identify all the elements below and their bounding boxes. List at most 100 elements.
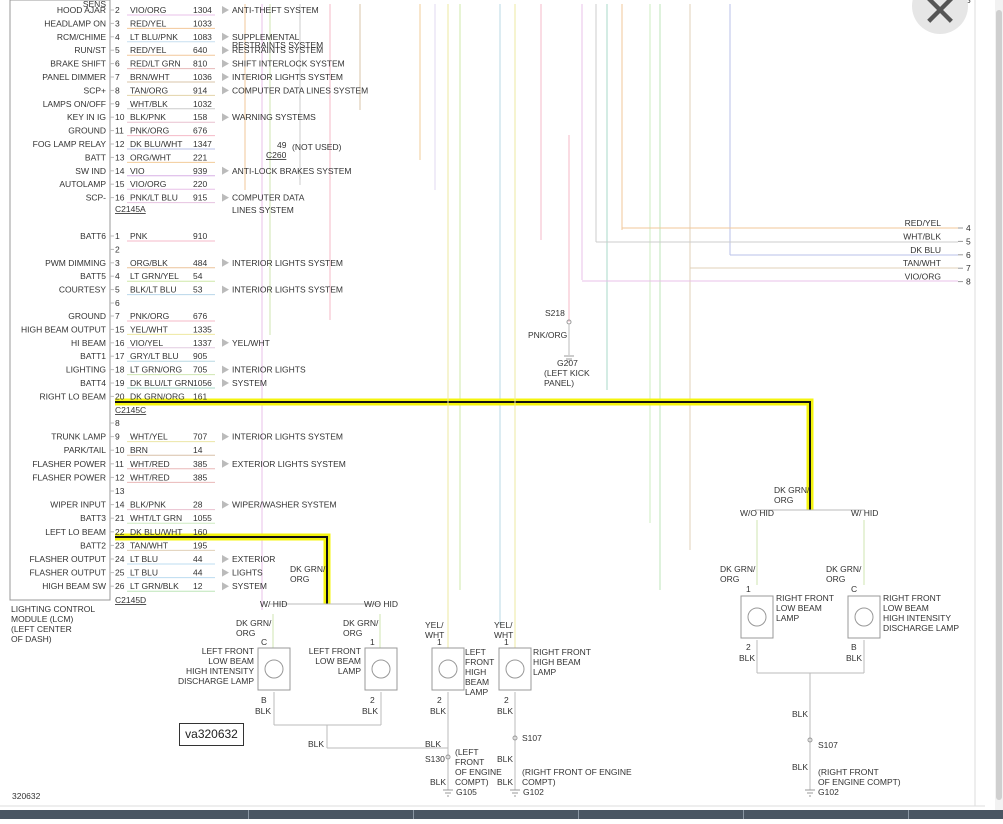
circuit-number: 221 (193, 152, 207, 162)
destination-label: INTERIOR LIGHTS SYSTEM (232, 72, 343, 82)
wire-color-label: BLK (792, 762, 808, 772)
arrow-icon (222, 555, 229, 563)
lamp-label: LOW BEAM (776, 603, 822, 613)
pin-number: 2 (437, 695, 442, 705)
lamp-label: LAMP (338, 666, 361, 676)
wire-color-label: DK BLU (910, 245, 941, 255)
connector-label: C2145A (115, 204, 146, 214)
wire-color-label: BLK (425, 739, 441, 749)
lamp-label: HIGH (465, 667, 486, 677)
arrow-icon (222, 193, 229, 202)
pin-function-label: LAMPS ON/OFF (43, 99, 106, 109)
destination-label: SYSTEM (232, 378, 267, 388)
splice-dot (445, 754, 451, 760)
wire-color-label: DK GRN/ (343, 618, 379, 628)
wire-color-label: WHT/BLK (903, 231, 941, 241)
wire-color-label: VIO/ORG (130, 179, 166, 189)
highlight (115, 398, 814, 510)
wire-color-label: DK GRN/ (774, 485, 810, 495)
pin-number: 19 (115, 378, 125, 388)
pin-number: 2 (504, 695, 509, 705)
lamp-symbol (364, 647, 398, 691)
wire-color-label: TAN/WHT (130, 540, 168, 550)
destination-label: ANTI-THEFT SYSTEM (232, 5, 319, 15)
pin-function-label: HIGH BEAM SW (42, 581, 106, 591)
toolbar-divider (908, 810, 909, 819)
wire-color-label: BLK (430, 706, 446, 716)
pin-number: 1 (437, 637, 442, 647)
wire-color-label: BLK (255, 706, 271, 716)
wire-color-label: WHT/RED (130, 472, 170, 482)
pin-function-label: COURTESY (59, 285, 106, 295)
scrollbar-thumb[interactable] (996, 10, 1002, 800)
close-button[interactable]: ✕ (912, 0, 968, 34)
pin-function-label: BRAKE SHIFT (50, 59, 106, 69)
destination-label: INTERIOR LIGHTS SYSTEM (232, 258, 343, 268)
lamp-label: LOW BEAM (315, 656, 361, 666)
lamp-icon (747, 607, 767, 627)
location-label: (LEFT KICK (544, 368, 590, 378)
destination-label: EXTERIOR LIGHTS SYSTEM (232, 459, 346, 469)
wire-color-label: ORG/BLK (130, 258, 168, 268)
wire-color-label: BLK/PNK (130, 500, 166, 510)
pin-function-label: SCP+ (84, 85, 106, 95)
pin-number: 12 (115, 472, 125, 482)
pin-number: 12 (115, 139, 125, 149)
pin-number: 11 (115, 126, 124, 136)
pin-number: 5 (966, 236, 971, 246)
wire-color-label: PNK/ORG (528, 330, 567, 340)
pin-function-label: FLASHER OUTPUT (29, 554, 106, 564)
circuit-number: 158 (193, 112, 207, 122)
circuit-number: 54 (193, 271, 203, 281)
wire-color-label: ORG (343, 628, 362, 638)
pin-number: 18 (115, 365, 125, 375)
lamp-icon (264, 659, 284, 679)
pin-number: 15 (115, 324, 125, 334)
pin-function-label: AUTOLAMP (59, 179, 106, 189)
wire-highlighted (115, 401, 811, 510)
circuit-number: 939 (193, 166, 207, 176)
destination-label: SUPPLEMENTAL (232, 32, 300, 42)
destination-label: INTERIOR LIGHTS (232, 365, 306, 375)
pin-function-label: GROUND (68, 311, 106, 321)
location-label: FRONT (455, 757, 484, 767)
ground-label: G105 (456, 787, 477, 797)
lcm-label: (LEFT CENTER (11, 624, 72, 634)
wire-color-label: DK BLU/LT GRN (130, 378, 193, 388)
pin-function-label: FLASHER POWER (32, 459, 106, 469)
wire-color-label: TAN/WHT (903, 258, 941, 268)
pin-function-label: BATT3 (80, 513, 106, 523)
wire-color-label: LT BLU (130, 568, 158, 578)
pin-number: 14 (115, 500, 125, 510)
pin-number: 7 (966, 263, 971, 273)
lamp-icon (371, 659, 391, 679)
wire-color-label: BLK (739, 653, 755, 663)
destination-label: COMPUTER DATA (232, 193, 305, 203)
pin-function-label: HI BEAM (71, 338, 106, 348)
wire-color-label: LT GRN/ORG (130, 365, 182, 375)
wire-color-label: ORG (236, 628, 255, 638)
arrow-icon (222, 73, 229, 81)
lamp-label: LAMP (465, 687, 488, 697)
wire-color-label: GRY/LT BLU (130, 351, 179, 361)
wire-color-label: WHT (494, 630, 513, 640)
pin-number: 3 (115, 18, 120, 28)
note-label: (NOT USED) (292, 142, 342, 152)
pin-function-label: BATT (85, 152, 106, 162)
pin-number: 4 (115, 271, 120, 281)
destination-label: EXTERIOR (232, 554, 275, 564)
pin-function-label: BATT4 (80, 378, 106, 388)
wire-color-label: ORG/WHT (130, 152, 171, 162)
circuit-number: 484 (193, 258, 207, 268)
wire-color-label: WHT/YEL (130, 432, 168, 442)
wire-color-label: VIO/YEL (130, 338, 163, 348)
arrow-icon (222, 46, 229, 55)
lamp-symbol (257, 647, 291, 691)
wire-color-label: LT BLU (130, 554, 158, 564)
pin-function-label: SW IND (75, 166, 106, 176)
wire-color-label: YEL/WHT (130, 324, 168, 334)
pin-number: 17 (115, 351, 125, 361)
arrow-icon (222, 365, 229, 374)
destination-label: RESTRAINTS SYSTEM (232, 45, 323, 55)
